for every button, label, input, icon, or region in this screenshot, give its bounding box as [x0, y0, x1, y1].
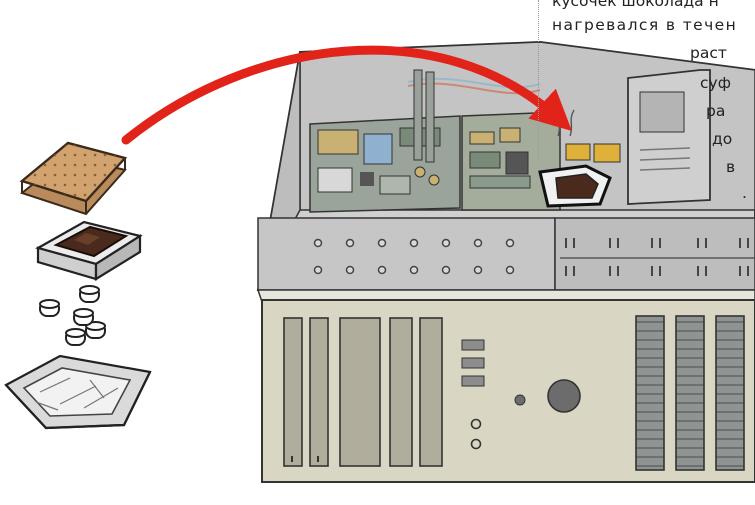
- caption-line: кусочек шоколада н: [552, 0, 719, 10]
- foil-tray-icon: [6, 356, 150, 428]
- caption-line: ра: [706, 102, 725, 120]
- heating-chocolate-icon: [540, 166, 610, 206]
- caption-line: раст: [690, 44, 727, 62]
- caption-line: суф: [700, 74, 731, 92]
- marshmallow-icon: [40, 286, 105, 345]
- chocolate-bar-icon: [38, 222, 140, 279]
- caption-line: в: [726, 158, 735, 176]
- caption-line: .: [742, 184, 747, 202]
- caption-line: нагревался в течен: [552, 16, 737, 34]
- graham-cracker-icon: [22, 143, 125, 214]
- caption-line: до: [712, 130, 732, 148]
